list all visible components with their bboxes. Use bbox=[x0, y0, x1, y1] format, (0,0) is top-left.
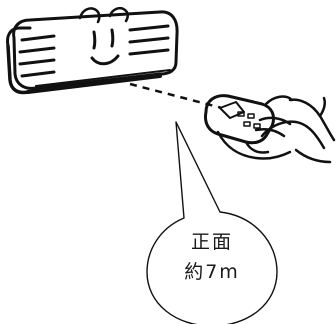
callout-bubble: 正面 約7m bbox=[146, 121, 278, 324]
callout-line-2: 約7m bbox=[184, 261, 240, 283]
remote-control-icon bbox=[204, 94, 276, 145]
air-conditioner-icon bbox=[6, 7, 179, 95]
hand-icon bbox=[216, 95, 336, 164]
callout-line-1: 正面 bbox=[191, 231, 233, 253]
